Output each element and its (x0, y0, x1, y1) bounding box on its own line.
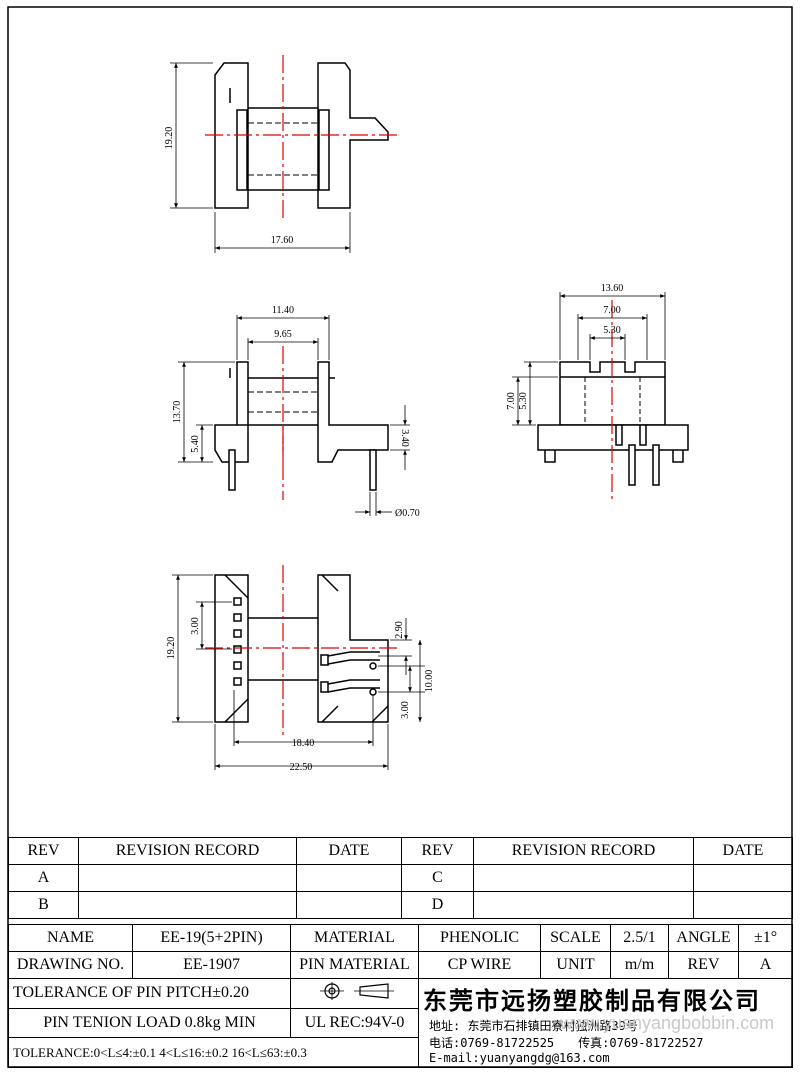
rev-row-a: A (8, 864, 79, 892)
front-pin-dia-dim: Ø0.70 (395, 508, 420, 519)
projection-symbol-icon (319, 981, 394, 1000)
top-view (170, 55, 400, 253)
drawing-no-label: DRAWING NO. (8, 951, 133, 979)
front-base-dim: 5.40 (190, 435, 201, 453)
scale-label: SCALE (540, 924, 611, 952)
angle-label: ANGLE (668, 924, 739, 952)
side-mid-dim: 7.00 (603, 305, 621, 316)
unit-label: UNIT (540, 951, 611, 979)
title-block: NAME EE-19(5+2PIN) MATERIAL PHENOLIC SCA… (8, 924, 793, 1068)
material-label: MATERIAL (290, 924, 419, 952)
bottom-span-right-dim: 10.00 (424, 670, 435, 693)
company-name: 东莞市远扬塑胶制品有限公司 (423, 986, 761, 1015)
pin-material-value: CP WIRE (418, 951, 541, 979)
bottom-pitch-right-dim: 3.00 (400, 701, 411, 719)
watermark: www.yuanyangbobbin.com (560, 1013, 775, 1033)
front-flange-dim: 3.40 (399, 429, 410, 447)
drawing-no-value: EE-1907 (132, 951, 291, 979)
contact-row: 电话:0769-81722525 传真:0769-81722527 (423, 1034, 788, 1051)
front-height-dim: 13.70 (172, 401, 183, 424)
rev-header-left: REV (8, 837, 79, 865)
name-value: EE-19(5+2PIN) (132, 924, 291, 952)
revision-table: REV REVISION RECORD DATE REV REVISION RE… (8, 837, 793, 919)
name-label: NAME (8, 924, 133, 952)
side-h2-dim: 5.30 (518, 392, 529, 410)
company-address: 地址: 东莞市石排镇田寮村独洲路39号 (429, 1019, 638, 1033)
date-header-right: DATE (693, 837, 793, 865)
revision-cell (473, 891, 694, 919)
bottom-gap-right-dim: 2.90 (394, 621, 405, 639)
company-phone: 电话:0769-81722525 (429, 1036, 555, 1050)
revision-record-header-right: REVISION RECORD (473, 837, 694, 865)
material-value: PHENOLIC (418, 924, 541, 952)
top-height-dim: 19.20 (164, 127, 175, 150)
side-h1-dim: 7.00 (506, 392, 517, 410)
rev-label: REV (668, 951, 739, 979)
rev-row-c: C (401, 864, 474, 892)
side-inner-dim: 5.30 (603, 325, 621, 336)
front-top-outer-dim: 11.40 (272, 305, 294, 316)
bottom-inner-width-dim: 18.40 (292, 738, 315, 749)
company-block: 东莞市远扬塑胶制品有限公司 地址: 东莞市石排镇田寮村独洲路39号 电话:076… (418, 978, 793, 1068)
revision-record-header-left: REVISION RECORD (78, 837, 297, 865)
side-view (512, 292, 689, 500)
front-view (178, 315, 410, 516)
bottom-outer-width-dim: 22.50 (290, 762, 313, 773)
pin-tension-load: PIN TENION LOAD 0.8kg MIN (8, 1007, 291, 1039)
date-cell (296, 891, 402, 919)
date-cell (693, 891, 793, 919)
scale-value: 2.5/1 (610, 924, 669, 952)
symbol-cell (290, 978, 419, 1009)
revision-cell (78, 891, 297, 919)
bottom-view (172, 565, 425, 770)
bottom-pitch-left-dim: 3.00 (190, 617, 201, 635)
pin-pitch-tolerance: TOLERANCE OF PIN PITCH±0.20 (8, 978, 291, 1009)
date-header-left: DATE (296, 837, 402, 865)
side-overall-dim: 13.60 (601, 283, 624, 294)
date-cell (296, 864, 402, 892)
rev-value: A (738, 951, 793, 979)
rev-row-d: D (401, 891, 474, 919)
rev-row-b: B (8, 891, 79, 919)
revision-cell (473, 864, 694, 892)
top-width-dim: 17.60 (271, 235, 294, 246)
revision-cell (78, 864, 297, 892)
rev-header-right: REV (401, 837, 474, 865)
unit-value: m/m (610, 951, 669, 979)
company-fax: 传真:0769-81722527 (578, 1036, 704, 1050)
bottom-height-dim: 19.20 (166, 637, 177, 660)
front-top-inner-dim: 9.65 (274, 329, 292, 340)
company-email[interactable]: E-mail:yuanyangdg@163.com (429, 1051, 610, 1065)
ul-rec: UL REC:94V-0 (290, 1007, 419, 1039)
date-cell (693, 864, 793, 892)
general-tolerance: TOLERANCE:0<L≤4:±0.1 4<L≤16:±0.2 16<L≤63… (8, 1037, 419, 1068)
pin-material-label: PIN MATERIAL (290, 951, 419, 979)
angle-value: ±1° (738, 924, 793, 952)
